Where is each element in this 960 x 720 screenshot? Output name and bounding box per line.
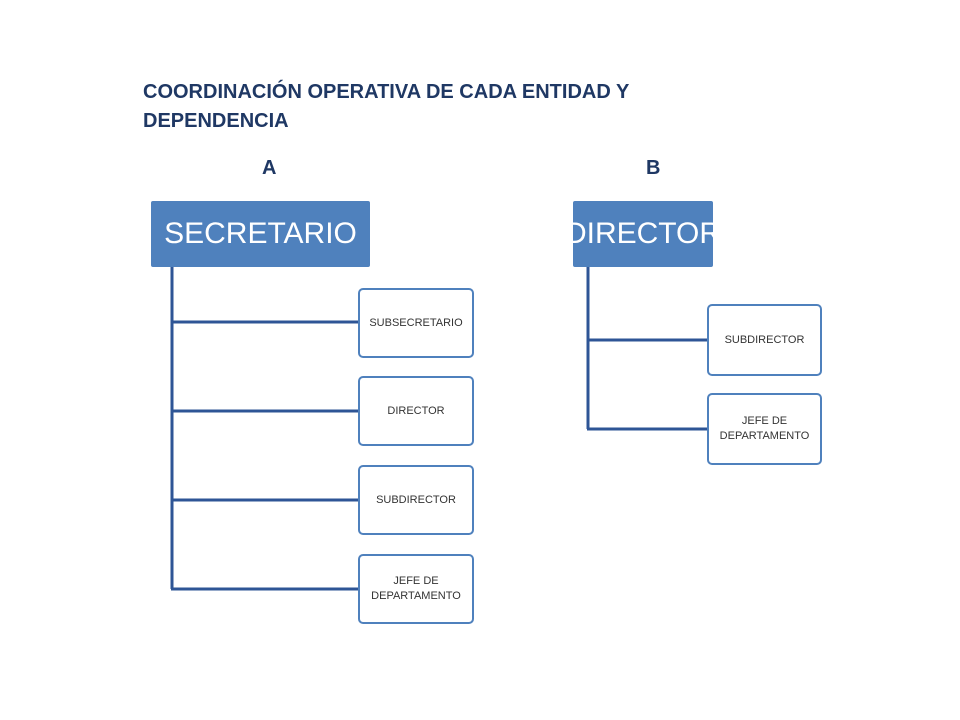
node-a-subdirector: SUBDIRECTOR <box>358 465 474 535</box>
node-a-jefe-de-departamento: JEFE DE DEPARTAMENTO <box>358 554 474 624</box>
node-a-subsecretario: SUBSECRETARIO <box>358 288 474 358</box>
node-director: DIRECTOR <box>565 201 721 267</box>
node-secretario: SECRETARIO <box>151 201 370 267</box>
node-a-director: DIRECTOR <box>358 376 474 446</box>
section-label-a: A <box>262 157 277 179</box>
page-title: COORDINACIÓN OPERATIVA DE CADA ENTIDAD Y… <box>143 81 630 132</box>
node-b-jefe-de-departamento: JEFE DE DEPARTAMENTO <box>707 393 822 465</box>
section-label-b: B <box>646 157 661 179</box>
node-b-subdirector: SUBDIRECTOR <box>707 304 822 376</box>
